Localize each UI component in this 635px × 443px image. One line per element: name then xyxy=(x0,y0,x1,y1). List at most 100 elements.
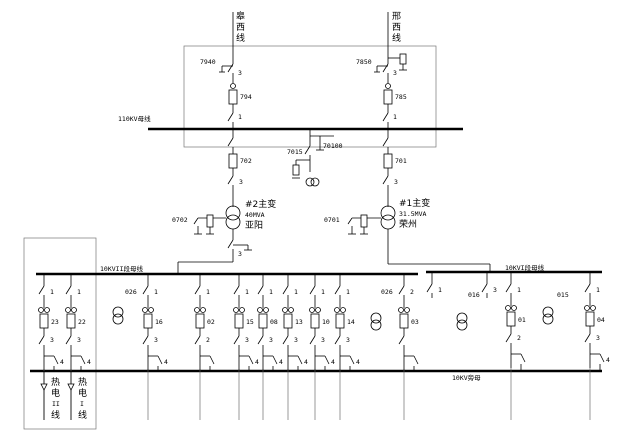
out-line-b-2: 电 xyxy=(78,387,87,399)
right-breaker-id: 785 xyxy=(395,93,407,101)
breaker-702 xyxy=(228,153,238,169)
feeder-left-7-mid-id: 3 xyxy=(321,336,325,344)
feeder-right-4-number: 04 xyxy=(597,316,605,324)
line-right-name-1: 邢 xyxy=(392,11,401,22)
feeder-left-6-disconnector xyxy=(282,285,289,295)
pt-aux-c xyxy=(456,312,468,324)
feeder-left-6-number: 13 xyxy=(295,318,303,326)
transformer-1-hv-winding xyxy=(380,205,396,221)
feeder-left-2-disconnector xyxy=(142,285,149,295)
feeder-left-3-number: 02 xyxy=(207,318,215,326)
right-grounding-id: 7850 xyxy=(356,58,372,66)
feeder-left-3-disconnector xyxy=(194,285,201,295)
feeder-left-5-number: 08 xyxy=(270,318,278,326)
feeder-left-8-number: 14 xyxy=(347,318,355,326)
feeder-right-3-number: 01 xyxy=(518,316,526,324)
tx1-neutral-id: 0701 xyxy=(324,216,340,224)
feeder-right-3-disconnector xyxy=(505,283,512,293)
out-line-b-1: 热 xyxy=(78,376,87,388)
feeder-right-4-breaker xyxy=(585,311,595,327)
left-grounding-id: 7940 xyxy=(200,58,216,66)
bus-10kv-ii-label: 10KVII段母线 xyxy=(100,264,143,273)
feeder-left-3-mid-id: 2 xyxy=(206,336,210,344)
out-line-a-2: 电 xyxy=(51,387,60,399)
feeder-left-4-disconnector xyxy=(233,285,240,295)
aux-label-b: 026 xyxy=(381,288,393,296)
feeder-right-3-breaker xyxy=(506,311,516,327)
feeder-left-8-mid-id: 3 xyxy=(346,336,350,344)
feeder-right-4-mid-id: 3 xyxy=(596,334,600,342)
breaker-785 xyxy=(383,89,393,105)
feeder-right-2-disconnector xyxy=(481,283,488,293)
feeder-left-1-number: 22 xyxy=(78,318,86,326)
feeder-left-3-breaker xyxy=(195,313,205,329)
feeder-left-0-breaker xyxy=(39,313,49,329)
transformer-1: 701 3 0701 #1主变 31.5MVA 荣州 xyxy=(324,129,491,272)
feeder-left-7-breaker xyxy=(310,313,320,329)
feeder-left-2-top-id: 1 xyxy=(154,288,158,296)
right-bus-disconnector-id: 1 xyxy=(393,113,397,121)
feeder-left-8-low-id: 4 xyxy=(356,358,360,366)
feeder-left-6-top-id: 1 xyxy=(294,288,298,296)
tx1-place: 荣州 xyxy=(399,218,417,230)
feeder-left-7-low-id: 4 xyxy=(331,358,335,366)
feeder-left-5-low-id: 4 xyxy=(279,358,283,366)
tx2-neutral-id: 0702 xyxy=(172,216,188,224)
tx2-capacity: 40MVA xyxy=(245,211,265,219)
feeder-left-8-disconnector xyxy=(334,285,341,295)
aux-label-d: 015 xyxy=(557,291,569,299)
pt-aux-a xyxy=(112,306,124,318)
tx2-lv-id: 3 xyxy=(238,250,242,258)
feeder-left-0-number: 23 xyxy=(51,318,59,326)
transformer-2-lv-winding xyxy=(225,214,241,230)
feeder-left-7-number: 10 xyxy=(322,318,330,326)
tx2-name: #2主变 xyxy=(245,198,276,210)
feeder-left-1-mid-id: 3 xyxy=(77,336,81,344)
feeder-left-2-breaker xyxy=(143,313,153,329)
feeder-right-0-number: 03 xyxy=(411,318,419,326)
outgoing-lines: 热 电 II 线 热 电 I 线 xyxy=(40,371,87,421)
tx1-disconnector-id: 3 xyxy=(394,178,398,186)
feeder-right-0-top-id: 2 xyxy=(410,288,414,296)
feeder-right-4-low-id: 4 xyxy=(606,356,610,364)
right-disconnector-id: 3 xyxy=(393,69,397,77)
feeder-left-1-top-id: 1 xyxy=(77,288,81,296)
feeder-right-3-top-id: 1 xyxy=(517,286,521,294)
outgoing-feeder-frame xyxy=(23,237,97,430)
feeder-left-7-disconnector xyxy=(309,285,316,295)
bus-110kv-label: 110KV母线 xyxy=(118,114,151,123)
line-left-name-2: 西 xyxy=(236,22,245,33)
feeder-left-8-top-id: 1 xyxy=(346,288,350,296)
feeder-left-6-mid-id: 3 xyxy=(294,336,298,344)
breaker-794 xyxy=(228,89,238,105)
incoming-line-left: 皋 西 线 7940 3 794 1 xyxy=(200,10,252,128)
left-disconnector-id: 3 xyxy=(238,69,242,77)
out-line-b-3: I xyxy=(80,400,84,408)
substation-110kv-frame xyxy=(183,45,437,148)
feeder-left-4-mid-id: 3 xyxy=(245,336,249,344)
feeder-left-0-disconnector xyxy=(38,285,45,295)
pt-disconnector-id: 7015 xyxy=(287,148,303,156)
feeder-left-4-number: 15 xyxy=(246,318,254,326)
line-left-name-1: 皋 xyxy=(236,10,245,22)
feeder-right-0-breaker xyxy=(399,313,409,329)
feeder-left-3-top-id: 1 xyxy=(206,288,210,296)
bus-110kv-pt: 7015 70100 xyxy=(287,129,343,187)
tx2-place: 亚阳 xyxy=(245,220,263,231)
left-breaker-id: 794 xyxy=(240,93,252,101)
aux-label-c: 016 xyxy=(468,291,480,299)
incoming-line-right: 邢 西 线 7850 3 785 1 xyxy=(356,11,407,128)
feeder-right-3-mid-id: 2 xyxy=(517,334,521,342)
pt-aux-d xyxy=(542,306,554,318)
pt-aux-b xyxy=(370,312,382,324)
transformer-2: 702 3 0702 #2主变 40MVA 亚阳 3 xyxy=(172,129,276,274)
feeder-group: 1233412234116341022115341083411334110341… xyxy=(38,272,610,420)
feeder-left-5-top-id: 1 xyxy=(269,288,273,296)
feeder-left-4-low-id: 4 xyxy=(255,358,259,366)
feeder-left-2-number: 16 xyxy=(155,318,163,326)
transformer-2-hv-winding xyxy=(225,205,241,221)
feeder-right-4-disconnector xyxy=(584,283,591,293)
feeder-left-0-mid-id: 3 xyxy=(50,336,54,344)
pt-grounding-id: 70100 xyxy=(323,142,343,150)
